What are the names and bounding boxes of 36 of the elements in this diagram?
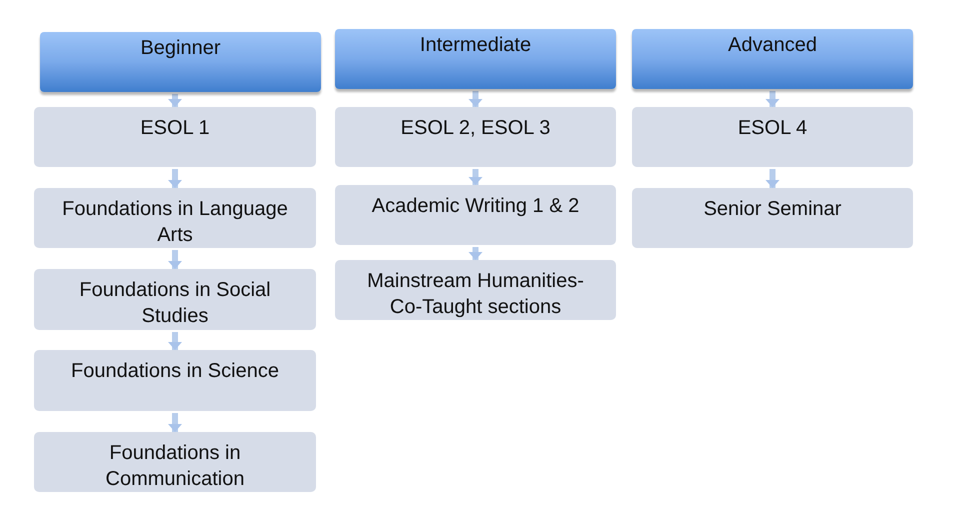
- level-title: Beginner: [140, 36, 221, 61]
- course-title: ESOL 1: [140, 116, 210, 141]
- level-header-box: [632, 29, 913, 89]
- course-title: Foundations in Social Studies: [78, 278, 272, 329]
- course-box: [34, 107, 316, 167]
- course-box: [335, 107, 616, 167]
- course-title: Academic Writing 1 & 2: [372, 194, 580, 219]
- course-title: ESOL 2, ESOL 3: [400, 116, 550, 141]
- arrow: [766, 166, 780, 188]
- course-box: [335, 260, 616, 320]
- arrow: [468, 88, 482, 107]
- course-box: [34, 269, 316, 330]
- course-box: [34, 350, 316, 411]
- course-title: ESOL 4: [738, 116, 808, 141]
- arrow: [168, 410, 182, 432]
- arrow: [168, 247, 182, 269]
- course-box: [34, 188, 316, 248]
- course-box: [34, 432, 316, 492]
- course-title: Mainstream Humanities- Co-Taught sections: [366, 269, 585, 320]
- course-title: Foundations in Communication: [104, 441, 246, 492]
- level-title: Intermediate: [420, 33, 532, 58]
- arrow: [766, 88, 780, 107]
- level-header-box: [335, 29, 616, 89]
- level-title: Advanced: [728, 33, 817, 58]
- arrow: [168, 91, 182, 107]
- course-title: Foundations in Science: [71, 359, 279, 384]
- level-header-box: [40, 32, 321, 92]
- course-box: [632, 107, 913, 167]
- arrow: [468, 166, 482, 185]
- arrow: [168, 166, 182, 188]
- arrow: [168, 329, 182, 350]
- course-box: [335, 185, 616, 245]
- course-title: Foundations in Language Arts: [61, 197, 289, 248]
- course-box: [632, 188, 913, 248]
- course-title: Senior Seminar: [704, 197, 842, 222]
- arrow: [468, 244, 482, 260]
